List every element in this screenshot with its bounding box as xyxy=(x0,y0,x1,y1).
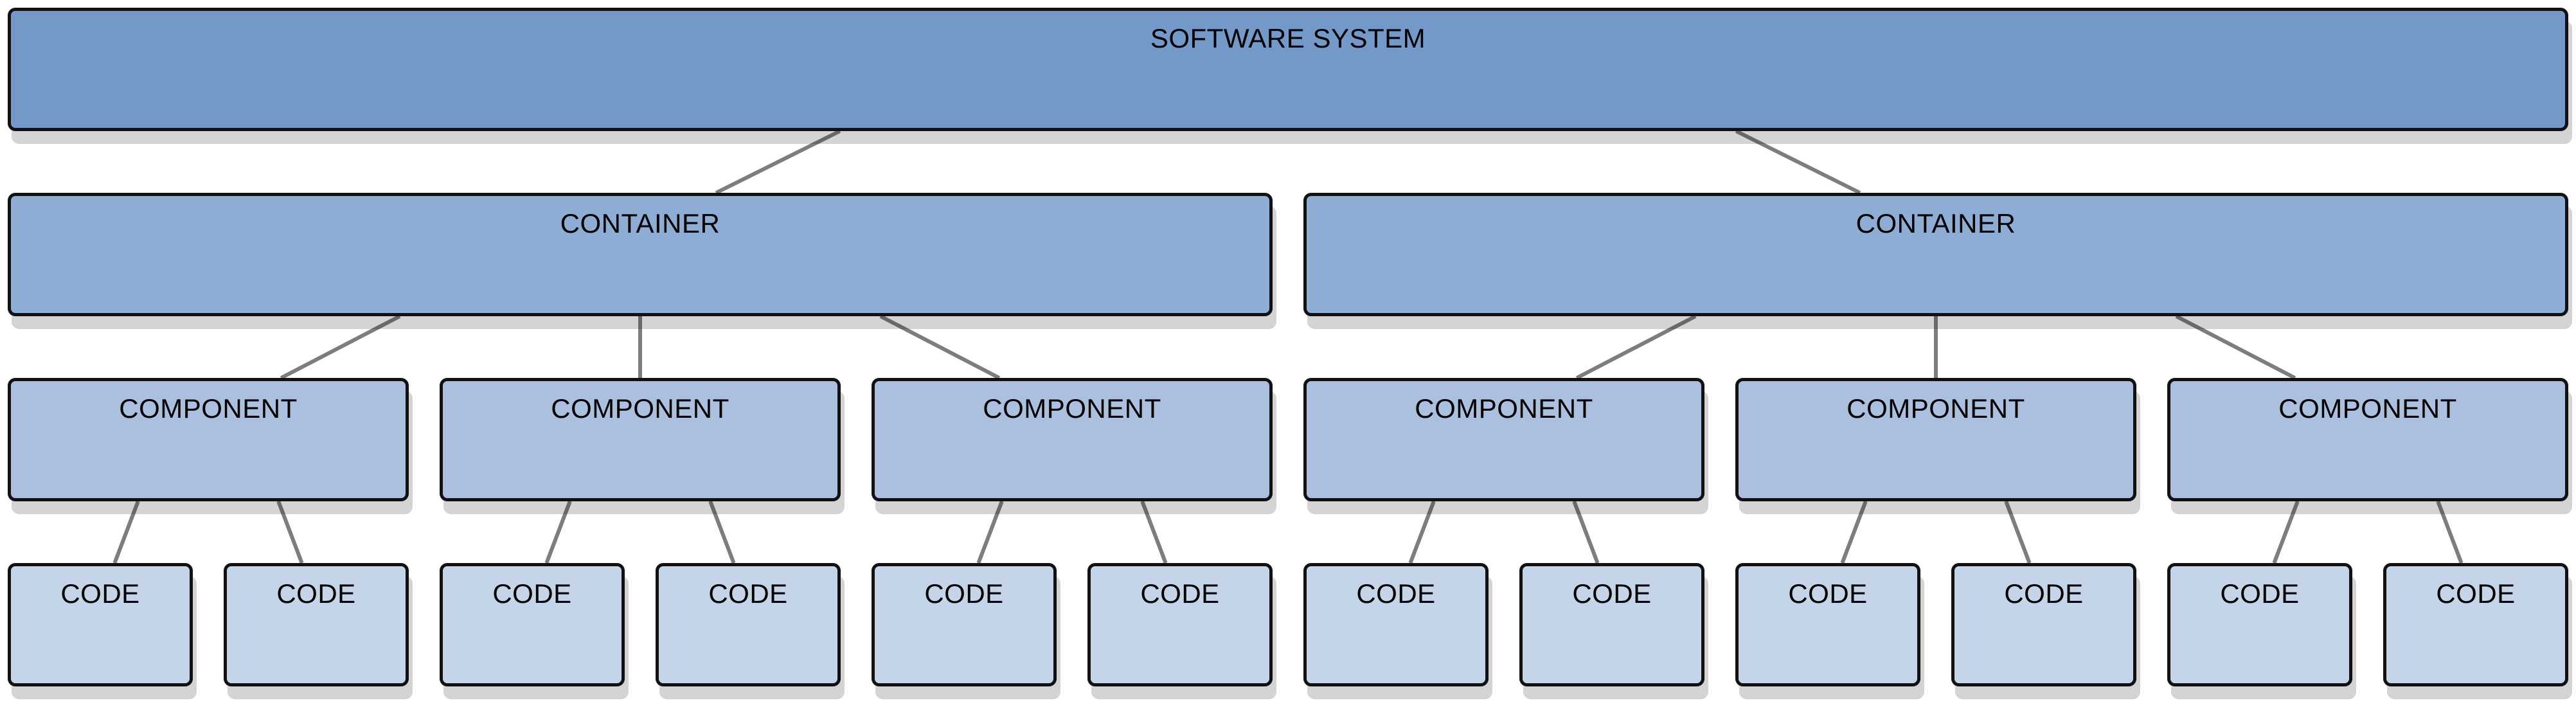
code-box: CODE xyxy=(1303,563,1489,686)
node-label: CONTAINER xyxy=(560,208,720,238)
node-label: COMPONENT xyxy=(983,393,1161,424)
code-box: CODE xyxy=(1087,563,1273,686)
code-box: CODE xyxy=(1951,563,2136,686)
code-box: CODE xyxy=(440,563,625,686)
node-label: COMPONENT xyxy=(1847,393,2025,424)
node-label: CODE xyxy=(492,578,572,609)
node-label: COMPONENT xyxy=(1415,393,1593,424)
connector-container-1-component-1 xyxy=(280,314,401,380)
connector-component-2-code-4 xyxy=(708,500,736,564)
component-box: COMPONENT xyxy=(872,378,1273,501)
connector-container-2-component-6 xyxy=(2175,314,2296,380)
node-label: COMPONENT xyxy=(2278,393,2457,424)
connector-container-1-component-3 xyxy=(879,314,1001,380)
software-system-box: SOFTWARE SYSTEM xyxy=(8,8,2568,131)
node-label: COMPONENT xyxy=(551,393,729,424)
node-label: CODE xyxy=(1572,578,1652,609)
component-box: COMPONENT xyxy=(440,378,841,501)
component-box: COMPONENT xyxy=(2167,378,2568,501)
connector-system-container-1 xyxy=(715,129,841,195)
code-box: CODE xyxy=(8,563,193,686)
connector-component-5-code-10 xyxy=(2004,500,2032,564)
connector-component-5-code-9 xyxy=(1840,500,1868,564)
node-label: CODE xyxy=(2436,578,2516,609)
connector-component-4-code-8 xyxy=(1572,500,1600,564)
node-label: CODE xyxy=(276,578,356,609)
code-box: CODE xyxy=(224,563,409,686)
node-label: CODE xyxy=(924,578,1004,609)
node-label: SOFTWARE SYSTEM xyxy=(1150,23,1426,53)
connector-component-2-code-3 xyxy=(544,500,572,564)
connector-system-container-2 xyxy=(1735,129,1861,195)
connector-component-1-code-1 xyxy=(112,500,140,564)
code-box: CODE xyxy=(872,563,1057,686)
container-box: CONTAINER xyxy=(1303,193,2568,316)
connector-component-6-code-12 xyxy=(2436,500,2464,564)
code-box: CODE xyxy=(656,563,841,686)
node-label: CONTAINER xyxy=(1856,208,2016,238)
node-label: CODE xyxy=(2004,578,2084,609)
node-label: CODE xyxy=(1140,578,1220,609)
connector-component-4-code-7 xyxy=(1408,500,1436,564)
container-box: CONTAINER xyxy=(8,193,1273,316)
connector-container-2-component-4 xyxy=(1575,314,1697,380)
code-box: CODE xyxy=(2167,563,2352,686)
connector-component-3-code-5 xyxy=(976,500,1004,564)
node-label: COMPONENT xyxy=(119,393,298,424)
connector-component-3-code-6 xyxy=(1140,500,1168,564)
component-box: COMPONENT xyxy=(1735,378,2136,501)
code-box: CODE xyxy=(1735,563,1920,686)
component-box: COMPONENT xyxy=(8,378,409,501)
connector-component-1-code-2 xyxy=(276,500,304,564)
node-label: CODE xyxy=(1788,578,1868,609)
connector-component-6-code-11 xyxy=(2272,500,2300,564)
node-label: CODE xyxy=(60,578,140,609)
node-label: CODE xyxy=(1356,578,1436,609)
code-box: CODE xyxy=(2383,563,2568,686)
code-box: CODE xyxy=(1519,563,1704,686)
component-box: COMPONENT xyxy=(1303,378,1704,501)
node-label: CODE xyxy=(708,578,788,609)
node-label: CODE xyxy=(2220,578,2300,609)
